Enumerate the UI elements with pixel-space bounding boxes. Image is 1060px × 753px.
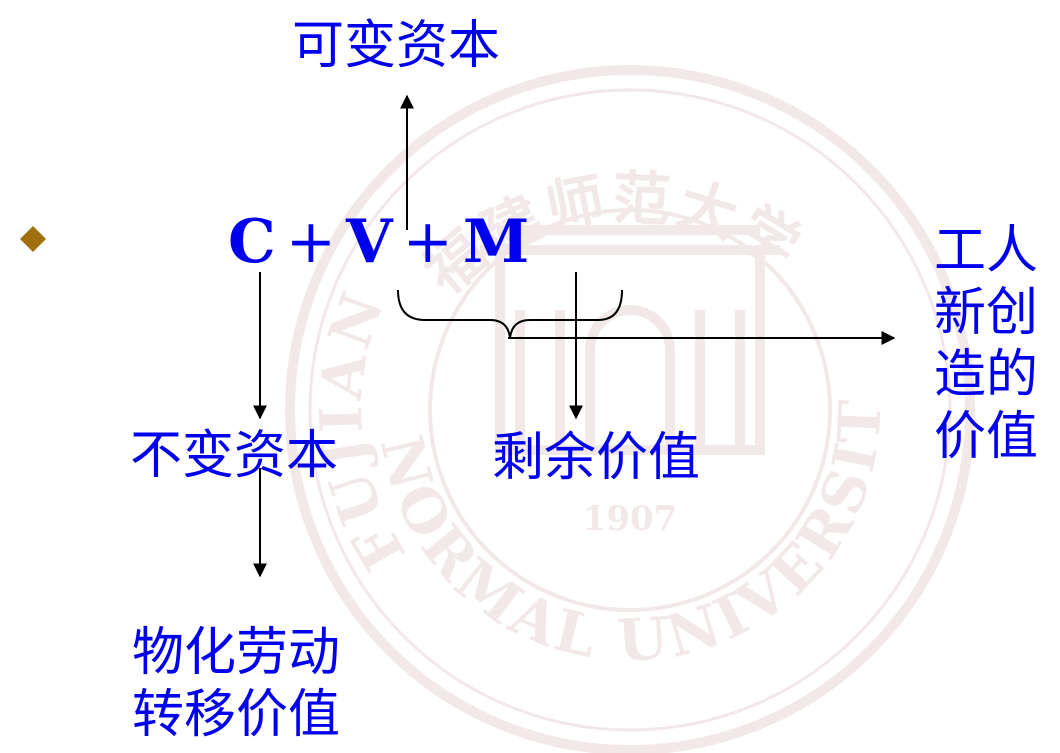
formula-plus-2: + bbox=[402, 207, 453, 277]
new-value-line-2: 新创 bbox=[934, 283, 1039, 343]
seal-year: 1907 bbox=[583, 499, 678, 539]
new-value-line-1: 工人 bbox=[934, 221, 1039, 281]
university-seal-watermark: 福建师范大学 FUJIAN NORMAL UNIVERSITY 1907 bbox=[246, 0, 990, 753]
seal-graphic: 福建师范大学 FUJIAN NORMAL UNIVERSITY 1907 bbox=[246, 0, 975, 753]
transferred-line-2: 转移价值 bbox=[132, 685, 341, 745]
formula-c: C bbox=[228, 207, 276, 277]
formula-v: V bbox=[346, 207, 393, 277]
new-value-line-4: 价值 bbox=[934, 407, 1039, 467]
transferred-value-label: 物化劳动 转移价值 bbox=[132, 622, 340, 746]
transferred-line-1: 物化劳动 bbox=[132, 623, 341, 683]
new-value-line-3: 造的 bbox=[934, 345, 1039, 405]
formula-m: M bbox=[462, 207, 530, 277]
formula-plus-1: + bbox=[285, 207, 337, 277]
new-value-label: 工人 新创 造的 价值 bbox=[934, 220, 1038, 468]
constant-capital-label: 不变资本 bbox=[130, 426, 339, 486]
surplus-value-label: 剩余价值 bbox=[492, 428, 701, 488]
variable-capital-label: 可变资本 bbox=[292, 16, 501, 76]
value-formula: C+V+M bbox=[228, 212, 529, 272]
bullet-diamond-icon bbox=[20, 226, 46, 252]
